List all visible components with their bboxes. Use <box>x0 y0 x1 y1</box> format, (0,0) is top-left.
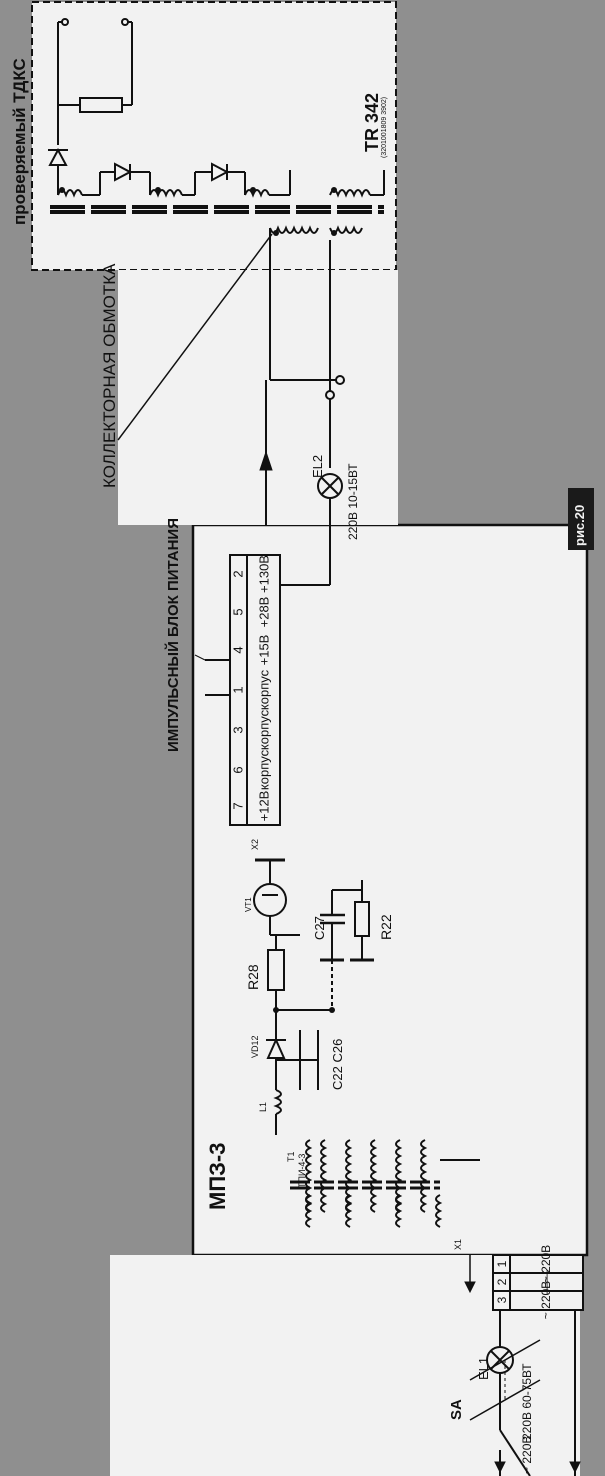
mains-label: ~ 220В <box>520 1435 534 1474</box>
r28-label: R28 <box>245 964 261 990</box>
c27-label: C27 <box>312 916 327 940</box>
l1 <box>273 1089 282 1115</box>
r22 <box>354 901 370 937</box>
t1-type: ТПИ-4-3 <box>297 1153 307 1188</box>
t1-ref: T1 <box>286 1151 296 1162</box>
collector-winding-label: КОЛЛЕКТОРНАЯ ОБМОТКА <box>100 263 119 489</box>
vt1-label: VT1 <box>244 897 253 912</box>
t1-transformer <box>290 1139 480 1228</box>
x2-signal: корпус <box>256 749 272 791</box>
psu-model: МПЗ-3 <box>205 1142 230 1210</box>
x2-signal: +130В <box>256 555 272 593</box>
connector-x1 <box>492 1254 584 1311</box>
tdks-title: проверяемый ТДКС <box>10 58 29 225</box>
fig-badge <box>568 488 594 550</box>
x1-pin: 3 <box>495 1296 509 1304</box>
tdks-model: TR 342 <box>362 92 382 152</box>
fig-label: рис.20 <box>572 504 587 546</box>
x2-signal: +28В <box>256 596 272 628</box>
x2-signal: +15В <box>256 634 272 666</box>
x2-signal: корпус <box>256 709 272 751</box>
switch-ref: SA <box>448 1399 465 1420</box>
c22-c26-label: C22 C26 <box>330 1038 345 1090</box>
x2-pin: 4 <box>230 646 246 654</box>
x2-pin: 6 <box>230 766 246 774</box>
el2-ref: EL2 <box>310 454 325 478</box>
collector-paper <box>118 270 398 525</box>
x1-label: X1 <box>453 1238 463 1250</box>
x2-signal: +12В <box>256 790 272 822</box>
el1-rating: 220В 60-75ВТ <box>520 1363 534 1440</box>
vd12-label: VD12 <box>250 1035 260 1058</box>
x1-pin: 2 <box>495 1278 509 1286</box>
r28 <box>267 949 285 991</box>
connector-x2 <box>229 554 281 826</box>
vt1 <box>253 883 287 917</box>
psu-title: ИМПУЛЬСНЫЙ БЛОК ПИТАНИЯ <box>165 518 182 752</box>
x2-signal: корпус <box>256 669 272 711</box>
x2-pin: 1 <box>230 686 246 694</box>
x2-label: X2 <box>250 838 260 850</box>
x2-pin: 3 <box>230 726 246 734</box>
el2-rating: 220В 10-15ВТ <box>346 463 360 540</box>
el1-ref: EL1 <box>476 1356 491 1380</box>
tdks-box <box>31 1 397 271</box>
l1-label: L1 <box>258 1101 268 1112</box>
x2-pin: 2 <box>230 570 246 578</box>
tdks-part-number: (3201001809 3902) <box>381 96 388 158</box>
x2-pin: 7 <box>230 802 246 810</box>
r22-label: R22 <box>378 914 394 940</box>
x1-signal: ~ 220В <box>539 1280 553 1320</box>
x1-pin: 1 <box>495 1260 509 1268</box>
x2-pin: 5 <box>230 608 246 616</box>
